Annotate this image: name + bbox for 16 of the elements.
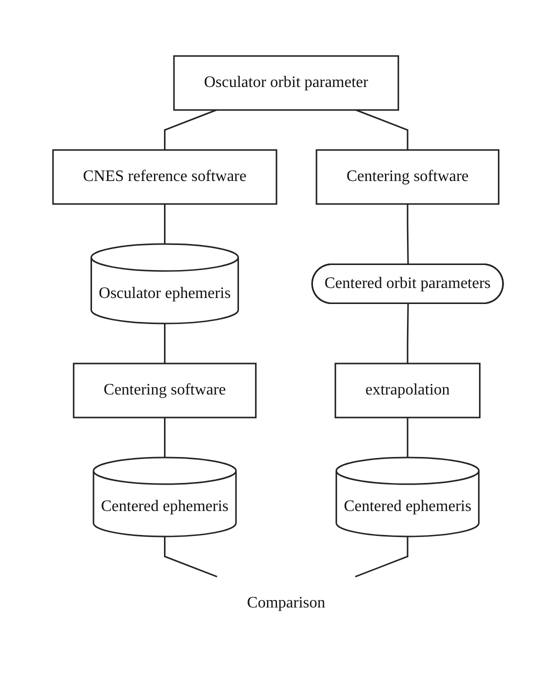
connector (164, 418, 166, 458)
node-box: Centering software (316, 150, 500, 206)
connector (356, 110, 408, 150)
connector (354, 536, 408, 578)
connector (164, 204, 166, 244)
connector (164, 324, 166, 364)
node-box: CNES reference software (52, 150, 278, 206)
node-box: Osculator orbit parameter (173, 56, 400, 112)
node-text: Comparison (247, 594, 326, 612)
connector (406, 304, 409, 364)
node-box: Centering software (72, 363, 257, 419)
connector (164, 110, 217, 150)
connector (164, 536, 218, 578)
node-box: extrapolation (334, 363, 481, 419)
connector (406, 204, 409, 266)
connector (406, 418, 408, 458)
